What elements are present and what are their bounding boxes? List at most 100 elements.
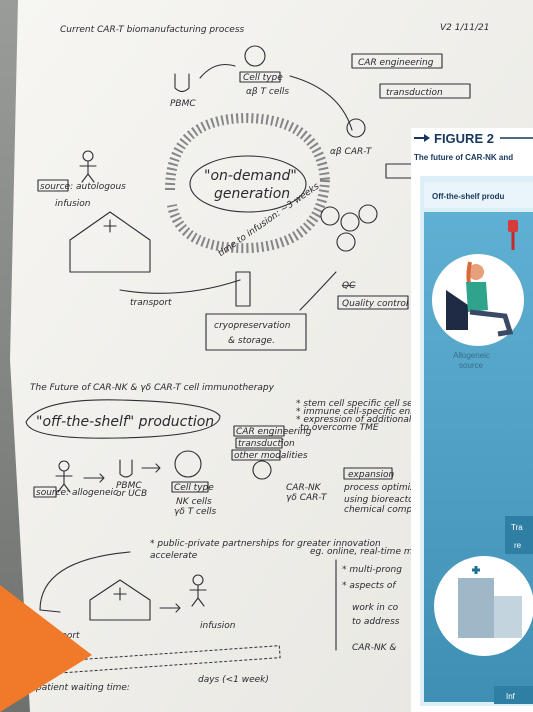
hospital-building-icon-2 [494, 596, 522, 638]
hospital-cross-icon-2 [113, 587, 127, 601]
figure-card: FIGURE 2 The future of CAR-NK and Off-th… [411, 128, 533, 712]
ab-car-t-label: αβ CAR-T [330, 147, 373, 157]
orange-triangle-accent [0, 585, 92, 712]
qc-label: Quality control [342, 299, 409, 309]
cryo-line1: cryopreservation [214, 321, 291, 331]
source-allogeneic-label: source: allogeneic [36, 488, 118, 498]
cell-type-sub: αβ T cells [246, 87, 289, 97]
transport-label: transport [130, 298, 172, 308]
waiting-label: patient waiting time: [35, 683, 130, 693]
loop-arrow [39, 551, 131, 613]
transport-chip [505, 516, 533, 554]
multi-prong-label: * multi-prong [342, 565, 402, 575]
tra-label: Tra [511, 523, 523, 532]
cryovial-icon [235, 271, 251, 307]
off-the-shelf-label: "off-the-shelf" production [36, 414, 214, 430]
source-box [37, 179, 69, 192]
qc-strike-label: QC [342, 281, 356, 291]
transduction-box-2 [235, 437, 283, 449]
qc-box [337, 295, 409, 310]
infusion-label-2: infusion [200, 621, 236, 631]
arrow-icon [199, 63, 236, 79]
hospital-icon [69, 211, 151, 273]
arrow-icon-3 [141, 463, 161, 473]
aspects-label: * aspects of [342, 581, 397, 591]
hospital-building-icon [458, 578, 494, 638]
donor-legs [469, 309, 514, 337]
allogeneic-label: Allogeneic [453, 351, 490, 360]
process-opt-label: process optimization [343, 483, 438, 493]
donor-shirt [466, 282, 488, 312]
on-demand-line2: generation [214, 186, 290, 202]
cell-cluster-icon-4 [336, 232, 356, 252]
on-demand-bubble [189, 155, 307, 213]
figure-arrow-icon-head [424, 134, 430, 142]
re-label: re [514, 541, 522, 550]
figure-title: FIGURE 2 [434, 131, 494, 146]
bioreactors-label: using bioreactors [344, 495, 422, 505]
cell-cluster-icon [320, 206, 340, 226]
other-modalities-label: other modalities [234, 451, 308, 461]
sketch-version: V2 1/11/21 [440, 23, 489, 33]
figure-panel-header-label: Off-the-shelf produ [432, 192, 505, 201]
cell-type-box-2 [171, 481, 209, 493]
accelerate-label: accelerate [150, 551, 198, 561]
car-engineering-box [351, 53, 443, 69]
patient-icon-2 [189, 584, 207, 607]
patient-icon [79, 160, 97, 183]
gd-tcells-label: γδ T cells [174, 507, 217, 517]
pbmc-ucb-2: or UCB [116, 489, 147, 499]
blood-bag-icon [508, 220, 518, 232]
car-engineering-box-2 [233, 425, 285, 437]
partnerships-label: * public-private partnerships for greate… [150, 539, 381, 549]
hatched-cycle-arrow [165, 112, 330, 191]
cell-icon-2 [174, 450, 202, 478]
arrow-icon-2 [83, 473, 105, 483]
transduction-label: transduction [386, 88, 443, 98]
car-nk-label: CAR-NK [286, 483, 322, 493]
note-3: * expression of additional molecules [296, 415, 460, 425]
pbmc-label: PBMC [170, 99, 196, 109]
note-1: * stem cell specific cell selection [296, 399, 443, 409]
cell-cluster-icon-3 [358, 204, 378, 224]
gd-car-t-label: γδ CAR-T [286, 493, 328, 503]
car-nk-2-label: CAR-NK & [352, 643, 396, 653]
chemical-label: chemical compounds [344, 505, 440, 515]
transport-arrow [119, 279, 241, 294]
figure-subtitle: The future of CAR-NK and [414, 153, 513, 162]
future-heading: The Future of CAR-NK & γδ CAR-T cell imm… [30, 383, 275, 393]
cryo-line2: & storage. [228, 336, 275, 346]
pbmc-ucb-1: PBMC [116, 481, 142, 491]
tube-icon [174, 73, 190, 93]
qc-arrow [299, 271, 337, 311]
cell-type-label-2: Cell type [174, 483, 214, 493]
car-engineering-label-2: CAR engineering [236, 427, 312, 437]
realtime-label: eg. online, real-time measurements [310, 547, 472, 557]
hospital-icon-2 [89, 579, 151, 621]
hospital-cross-icon [103, 219, 117, 233]
car-nk-cell-icon [252, 460, 272, 480]
hospital-cross-icon-3 [472, 566, 480, 574]
on-demand-line1: "on-demand" [204, 168, 297, 184]
expansion-label: expansion [348, 470, 394, 480]
source-box-2 [33, 486, 57, 498]
arrow-icon-4 [159, 603, 181, 613]
cell-type-box [239, 71, 281, 83]
source-label: source [459, 361, 484, 370]
cryo-box [205, 313, 307, 351]
cell-type-label: Cell type [243, 73, 283, 83]
car-engineering-label: CAR engineering [358, 58, 434, 68]
cell-icon [244, 45, 266, 67]
car-t-cell-icon [346, 118, 366, 138]
infusion-chip [494, 686, 533, 704]
chair-icon [446, 290, 468, 330]
cell-cluster-icon-2 [340, 212, 360, 232]
donor-icon [55, 470, 73, 493]
waiting-days-label: days (<1 week) [198, 675, 269, 685]
off-the-shelf-cloud [25, 399, 221, 439]
inf-label: Inf [506, 692, 516, 701]
source-autologous-label: source: autologous [40, 182, 126, 192]
to-address-label: to address [352, 617, 400, 627]
nk-cells-label: NK cells [176, 497, 212, 507]
